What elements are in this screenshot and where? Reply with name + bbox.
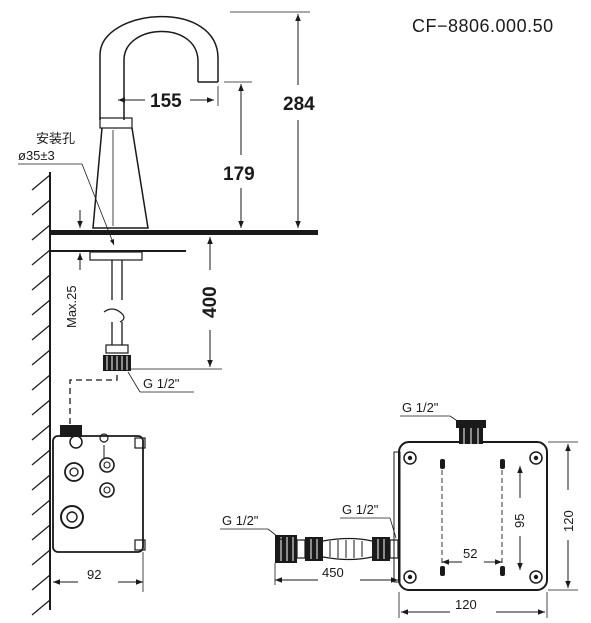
- dim-spout-height: 179: [223, 81, 255, 228]
- svg-text:450: 450: [322, 565, 344, 580]
- svg-text:179: 179: [223, 164, 255, 185]
- svg-text:G 1/2": G 1/2": [402, 400, 439, 415]
- dim-hole-spacing-horizontal: 52: [442, 546, 502, 565]
- connection-dashed-line: [69, 375, 118, 425]
- hose-right-thread-label: G 1/2": [340, 502, 397, 539]
- dim-hose-length: 400: [128, 237, 222, 370]
- dim-max-thickness: Max.25: [64, 210, 83, 328]
- svg-text:G 1/2": G 1/2": [222, 513, 259, 528]
- svg-text:120: 120: [455, 597, 477, 612]
- svg-text:G 1/2": G 1/2": [143, 376, 180, 391]
- control-box-side: [52, 425, 146, 553]
- hose-assembly: [275, 535, 399, 563]
- mounting-hole-note: 安装孔 ø35±3: [18, 131, 115, 246]
- svg-text:52: 52: [463, 546, 477, 561]
- svg-text:G 1/2": G 1/2": [342, 502, 379, 517]
- countertop: [50, 230, 318, 252]
- svg-text:安装孔: 安装孔: [36, 131, 75, 146]
- svg-text:400: 400: [200, 286, 221, 318]
- svg-text:284: 284: [283, 94, 315, 115]
- svg-text:95: 95: [512, 514, 527, 528]
- dim-box-width-side: 92: [53, 552, 144, 592]
- svg-text:ø35±3: ø35±3: [18, 148, 55, 163]
- hose-end-thread-label: G 1/2": [127, 371, 194, 393]
- svg-text:120: 120: [561, 510, 576, 532]
- dim-hose-assembly-length: 450: [274, 563, 398, 585]
- dim-total-height: 284: [230, 11, 315, 228]
- model-number: CF−8806.000.50: [412, 16, 554, 36]
- wall: [31, 172, 51, 616]
- dim-spout-reach: 155: [118, 86, 219, 112]
- svg-text:92: 92: [87, 567, 101, 582]
- svg-text:155: 155: [150, 91, 182, 112]
- box-top-thread-label: G 1/2": [400, 400, 463, 425]
- hose-left-thread-label: G 1/2": [220, 513, 283, 541]
- faucet: [89, 15, 219, 371]
- dim-hole-spacing-vertical: 95: [512, 466, 527, 570]
- dim-box-height: 120: [548, 441, 578, 591]
- dim-box-width-front: 120: [398, 592, 548, 618]
- control-box-front: [393, 420, 548, 591]
- svg-text:Max.25: Max.25: [64, 285, 79, 328]
